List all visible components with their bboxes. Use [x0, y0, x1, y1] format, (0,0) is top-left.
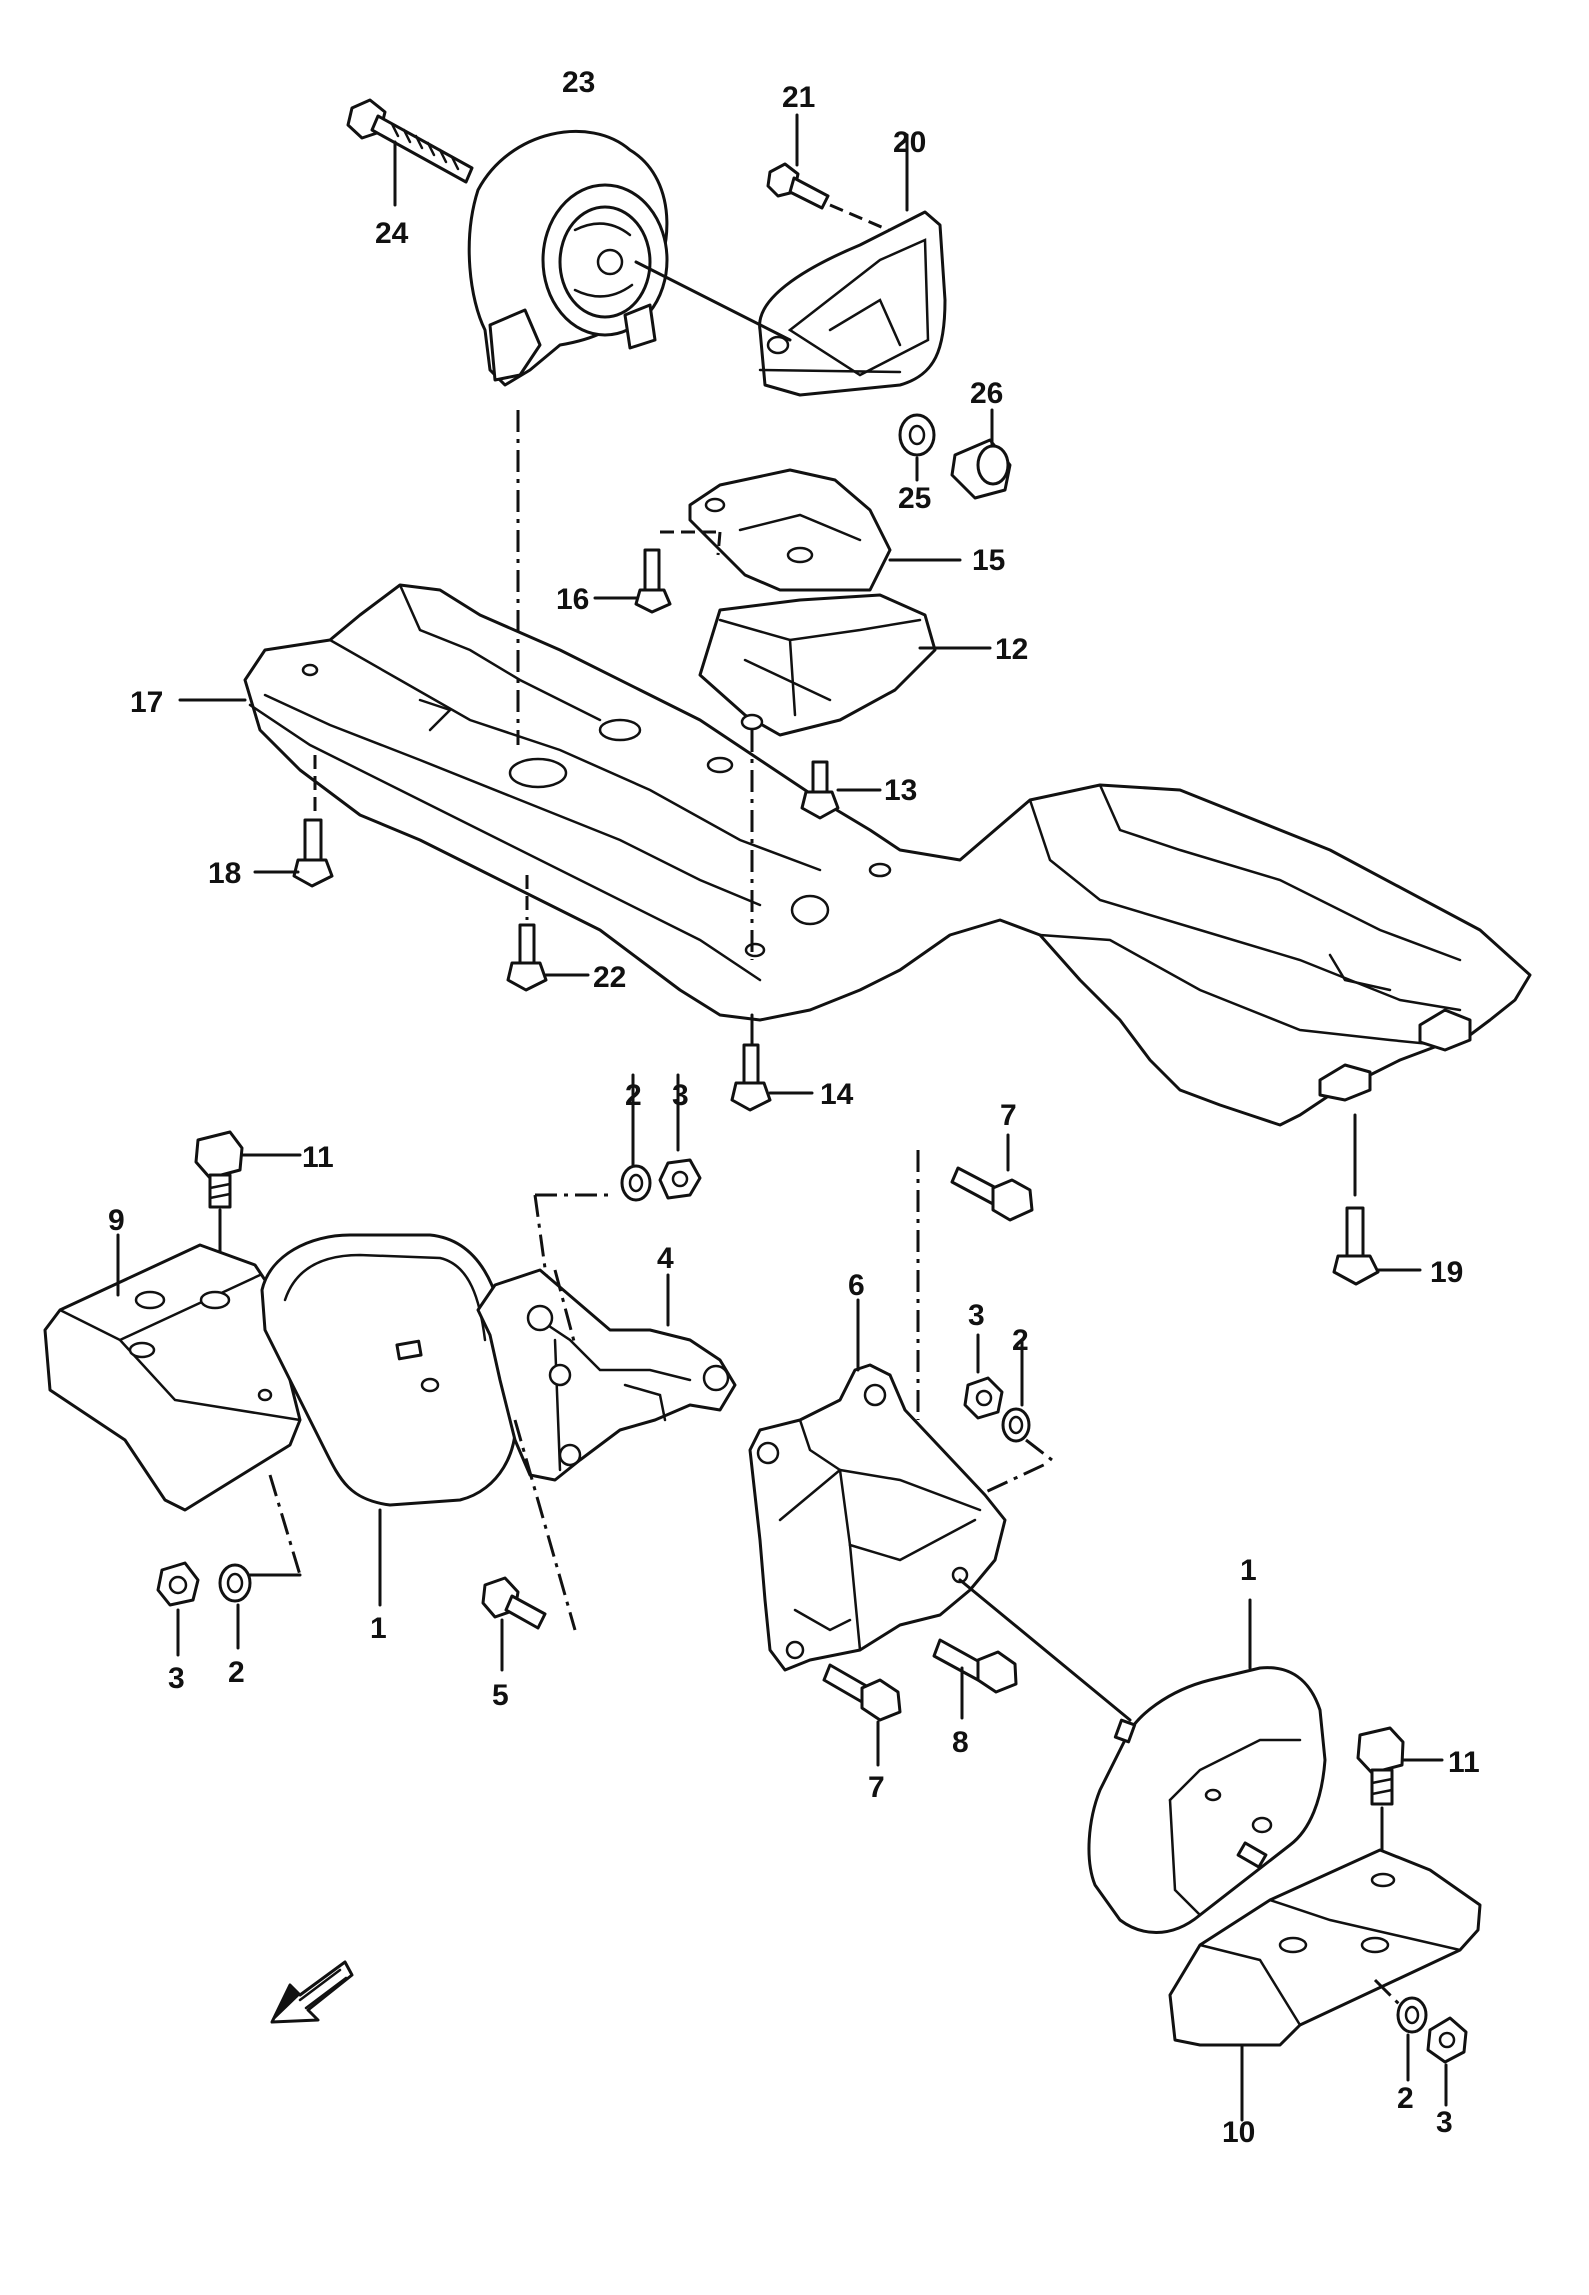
callout-22: 22: [593, 961, 626, 994]
callout-24: 24: [375, 217, 409, 250]
mount-cushion-1-left: [257, 1233, 517, 1507]
axis-2a-b: [533, 1194, 550, 1291]
callout-2a: 2: [625, 1079, 642, 1112]
callout-3b: 3: [968, 1299, 985, 1332]
bolt-5: [481, 1576, 547, 1630]
washer-25: [898, 413, 936, 457]
callout-18: 18: [208, 857, 241, 890]
callout-8: 8: [952, 1726, 969, 1759]
front-direction-arrow-icon: [270, 1960, 354, 2024]
washer-2-right: [1396, 1996, 1428, 2034]
callout-1b: 1: [1240, 1554, 1257, 1587]
callout-17: 17: [130, 686, 163, 719]
callout-2d: 2: [1397, 2082, 1414, 2115]
mount-cushion-1-right: [1087, 1666, 1327, 1934]
callout-11a: 11: [302, 1141, 334, 1174]
nut-3-right: [1426, 2016, 1468, 2064]
bolt-22: [506, 923, 548, 992]
mount-plate-15: [688, 468, 892, 592]
engine-bracket-6: [748, 1363, 1007, 1672]
callout-3a: 3: [672, 1079, 689, 1112]
nut-3a: [658, 1158, 702, 1200]
callout-9: 9: [108, 1204, 125, 1237]
engine-bracket-4: [476, 1268, 737, 1482]
mount-plate-10: [1168, 1848, 1482, 2047]
bolt-14: [730, 1043, 772, 1112]
nut-3-mid: [963, 1376, 1004, 1420]
callout-12: 12: [995, 633, 1028, 666]
washer-2-mid: [1001, 1407, 1031, 1443]
callout-16: 16: [556, 583, 589, 616]
callout-3d: 3: [1436, 2106, 1453, 2139]
callout-11b: 11: [1448, 1746, 1480, 1779]
callout-21: 21: [782, 81, 815, 114]
bolt-24: [346, 98, 474, 184]
axis-6-1: [958, 1578, 1132, 1722]
callout-7a: 7: [1000, 1099, 1017, 1132]
bolt-19: [1332, 1206, 1380, 1286]
axis-10-nuts: [1373, 1978, 1402, 2007]
bolt-11-left: [194, 1130, 244, 1209]
dash-16b: [716, 531, 722, 556]
callout-5: 5: [492, 1679, 509, 1712]
mount-bracket-20: [758, 210, 947, 397]
axis-4: [553, 1269, 577, 1346]
sleeve-26: [950, 438, 1012, 500]
callout-7b: 7: [868, 1771, 885, 1804]
callout-14: 14: [820, 1078, 854, 1111]
callout-10: 10: [1222, 2116, 1255, 2149]
axis-2-mid: [1025, 1438, 1053, 1462]
callout-4: 4: [657, 1242, 674, 1275]
callout-2c: 2: [228, 1656, 245, 1689]
bolt-8: [932, 1638, 1018, 1694]
callout-13: 13: [884, 774, 917, 807]
callout-2b: 2: [1012, 1324, 1029, 1357]
bolt-11-right: [1356, 1726, 1405, 1806]
axis-4-5: [513, 1419, 577, 1631]
washer-2-left: [218, 1563, 252, 1603]
callout-25: 25: [898, 482, 931, 515]
crossmember-17: [243, 583, 1532, 1127]
bolt-7-lower: [822, 1663, 902, 1722]
transmission-mount-12: [698, 593, 937, 737]
callout-20: 20: [893, 126, 926, 159]
callout-1a: 1: [370, 1612, 387, 1645]
bolt-21: [766, 162, 830, 210]
callout-26: 26: [970, 377, 1003, 410]
nut-3-left: [156, 1561, 200, 1607]
mount-plate-9: [43, 1243, 302, 1512]
callout-3c: 3: [168, 1662, 185, 1695]
bolt-18: [292, 818, 334, 888]
axis-9-nuts: [268, 1474, 302, 1576]
callout-15: 15: [972, 544, 1005, 577]
callout-23: 23: [562, 66, 595, 99]
axis-2-mid-b: [914, 1460, 1051, 1527]
bolt-7-top: [950, 1166, 1034, 1222]
washer-2a: [620, 1164, 652, 1202]
engine-mount-cushion-23: [467, 129, 669, 387]
bolt-16: [634, 548, 672, 614]
shaft-line-23-20: [634, 260, 792, 342]
callout-6: 6: [848, 1269, 865, 1302]
bolt-13: [800, 760, 840, 820]
callout-19: 19: [1430, 1256, 1463, 1289]
